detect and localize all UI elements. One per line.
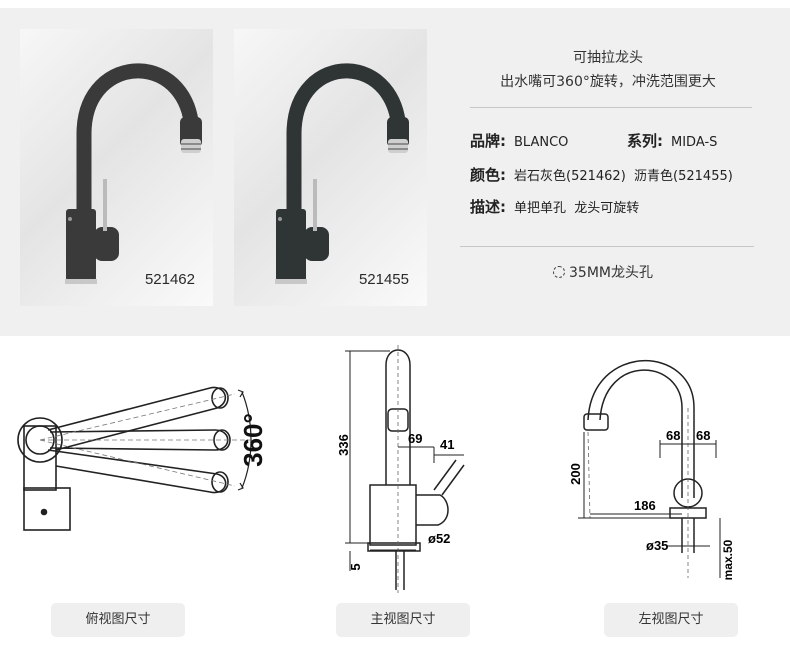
hole-ring-icon: [553, 266, 565, 278]
front-view-caption: 主视图尺寸: [336, 603, 470, 637]
divider: [460, 246, 754, 247]
side-view-drawing: 68 68 200 186 ø35 max.50: [570, 360, 735, 580]
feature-intro: 可抽拉龙头 出水嘴可360°旋转，冲洗范围更大: [460, 46, 756, 94]
rotation-label: 360°: [238, 413, 268, 467]
height-dimension: 336: [336, 434, 351, 456]
series-value: MIDA-S: [671, 135, 718, 150]
base-box: [23, 487, 71, 531]
spec-series: 系列: MIDA-S: [627, 130, 717, 151]
top-view-caption: 俯视图尺寸: [51, 603, 185, 637]
reach-dimension: 186: [634, 498, 656, 513]
hole-diameter: ø35: [646, 538, 668, 553]
max-depth: max.50: [721, 539, 735, 580]
series-label: 系列:: [627, 132, 663, 150]
product-photo-rock-grey: 521462: [20, 29, 213, 306]
product-code: 521455: [358, 271, 409, 288]
side-height: 200: [570, 463, 583, 485]
faucet-illustration: [275, 63, 409, 284]
color-label: 颜色:: [470, 166, 506, 184]
product-photo-asphalt: 521455: [234, 29, 427, 306]
base-diameter: ø52: [428, 531, 450, 546]
divider: [470, 107, 752, 108]
feature-description: 出水嘴可360°旋转，冲洗范围更大: [500, 74, 716, 90]
front-view-drawing: 336 69 41 ø52 5: [336, 345, 465, 593]
brand-label: 品牌:: [470, 132, 506, 150]
description-label: 描述:: [470, 198, 506, 216]
description-value: 单把单孔 龙头可旋转: [514, 201, 640, 216]
spec-brand: 品牌: BLANCO: [470, 130, 568, 151]
brand-value: BLANCO: [514, 135, 569, 150]
spec-description: 描述: 单把单孔 龙头可旋转: [470, 196, 639, 217]
feature-title: 可抽拉龙头: [573, 50, 643, 66]
faucet-illustration: [65, 63, 202, 284]
right-spacing: 68: [696, 428, 710, 443]
spout-dimension: 69: [408, 431, 422, 446]
left-spacing: 68: [666, 428, 680, 443]
spec-color: 颜色: 岩石灰色(521462) 沥青色(521455): [470, 164, 733, 185]
side-view-caption: 左视图尺寸: [604, 603, 738, 637]
hole-size-text: 35MM龙头孔: [569, 265, 653, 281]
product-code: 521462: [144, 271, 195, 288]
handle-dimension: 41: [440, 437, 454, 452]
color-value: 岩石灰色(521462) 沥青色(521455): [514, 169, 733, 184]
hole-size: 35MM龙头孔: [553, 262, 753, 282]
base-height: 5: [348, 563, 363, 570]
top-view-drawing: 360°: [17, 386, 268, 531]
